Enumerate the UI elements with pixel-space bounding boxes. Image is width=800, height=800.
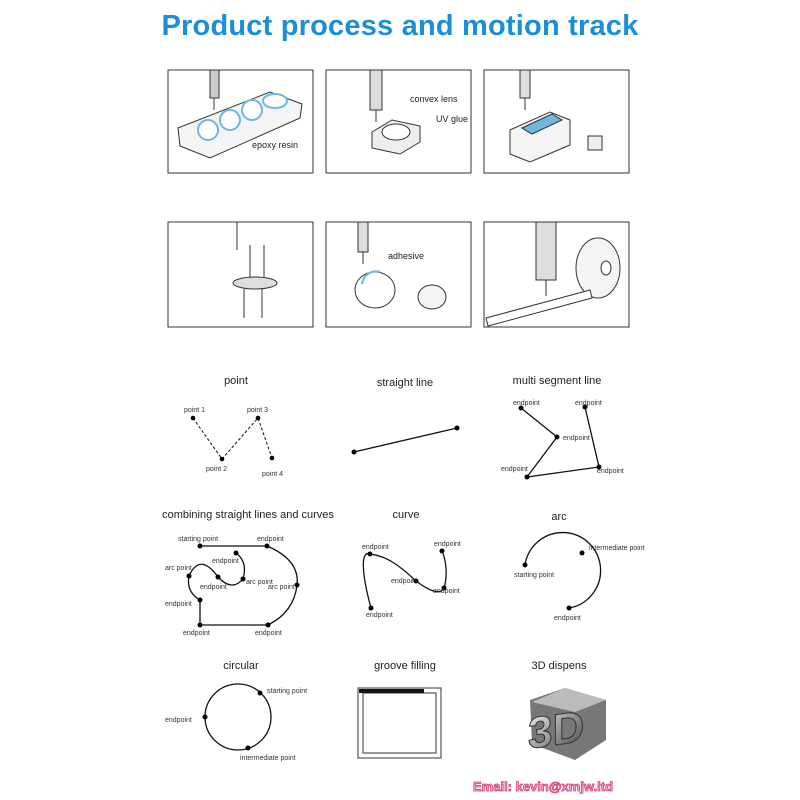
- process-panel-lens: convex lens UV glue: [325, 69, 472, 174]
- label-endpoint: endpoint: [165, 717, 192, 724]
- label-endpoint: endpoint: [575, 400, 602, 407]
- label-endpoint: endpoint: [513, 400, 540, 407]
- syringe-icon: [209, 69, 220, 110]
- label-endpoint: endpoint: [501, 466, 528, 473]
- label-starting-point: starting point: [267, 688, 307, 695]
- process-panel-tape: [483, 221, 630, 328]
- label-endpoint: endpoint: [212, 558, 239, 565]
- track-title-groove: groove filling: [374, 660, 436, 672]
- label-adhesive: adhesive: [388, 251, 424, 261]
- label-arc-point: arc point: [165, 565, 192, 572]
- label-point-4: point 4: [262, 471, 283, 478]
- label-starting-point: starting point: [178, 536, 218, 543]
- label-point-3: point 3: [247, 407, 268, 414]
- label-arc-point: arc point: [268, 584, 295, 591]
- track-circular: circular starting point endpoint interme…: [165, 660, 307, 762]
- label-endpoint: endpoint: [554, 615, 581, 622]
- track-curve: curve endpoint endpoint endpoint endpoin…: [362, 509, 461, 619]
- contact-email: Email: kevin@xmjw.ltd: [473, 779, 613, 794]
- label-endpoint: endpoint: [366, 612, 393, 619]
- label-intermediate-point: intermediate point: [240, 755, 296, 762]
- syringe-icon: [369, 69, 383, 122]
- label-endpoint: endpoint: [255, 630, 282, 637]
- track-3d-dispens: 3D dispens 3D: [528, 660, 606, 760]
- label-convex-lens: convex lens: [410, 94, 458, 104]
- label-endpoint: endpoint: [434, 541, 461, 548]
- label-endpoint: endpoint: [257, 536, 284, 543]
- process-panel-module: [483, 69, 630, 174]
- track-multi-segment: multi segment line endpoint endpoint end…: [501, 375, 624, 480]
- track-title-curve: curve: [393, 509, 420, 521]
- track-combining: combining straight lines and curves star…: [162, 509, 334, 637]
- label-point-2: point 2: [206, 466, 227, 473]
- groove-fill-bar: [359, 689, 424, 693]
- svg-text:3D: 3D: [528, 702, 584, 759]
- track-title-circular: circular: [223, 660, 259, 672]
- label-uv-glue: UV glue: [436, 114, 468, 124]
- track-title-multi-segment: multi segment line: [513, 375, 602, 387]
- track-title-arc: arc: [551, 511, 567, 523]
- process-panel-crystal: [167, 221, 314, 328]
- label-endpoint: endpoint: [433, 588, 460, 595]
- process-panel-adhesive: adhesive: [325, 221, 472, 328]
- track-point: point point 1 point 3 point 2 point 4: [184, 375, 283, 478]
- label-intermediate-point: intermediate point: [589, 545, 645, 552]
- syringe-icon: [535, 221, 557, 296]
- label-endpoint: endpoint: [183, 630, 210, 637]
- track-title-3d: 3D dispens: [531, 660, 587, 672]
- process-panel-epoxy: epoxy resin: [167, 69, 314, 174]
- label-starting-point: starting point: [514, 572, 554, 579]
- label-endpoint: endpoint: [200, 584, 227, 591]
- label-endpoint: endpoint: [165, 601, 192, 608]
- label-endpoint: endpoint: [362, 544, 389, 551]
- label-endpoint: endpoint: [391, 578, 418, 585]
- track-title-combining: combining straight lines and curves: [162, 509, 334, 521]
- syringe-icon: [357, 221, 369, 264]
- 3d-logo-icon: 3D: [528, 688, 606, 760]
- label-endpoint: endpoint: [563, 435, 590, 442]
- label-point-1: point 1: [184, 407, 205, 414]
- label-epoxy-resin: epoxy resin: [252, 140, 298, 150]
- track-title-point: point: [224, 375, 248, 387]
- track-arc: arc intermediate point starting point en…: [514, 511, 645, 622]
- track-groove-filling: groove filling: [357, 660, 442, 759]
- label-endpoint: endpoint: [597, 468, 624, 475]
- track-straight-line: straight line: [351, 377, 460, 455]
- track-title-straight-line: straight line: [377, 377, 433, 389]
- syringe-icon: [519, 69, 531, 110]
- page-title: Product process and motion track: [161, 10, 639, 42]
- label-arc-point: arc point: [246, 579, 273, 586]
